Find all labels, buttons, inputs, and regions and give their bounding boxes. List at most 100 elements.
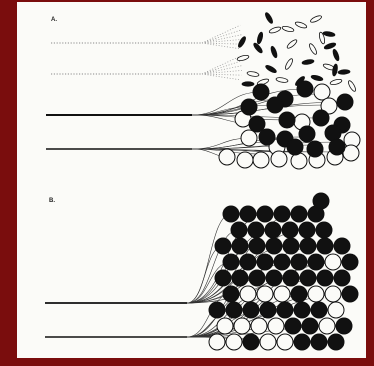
muscle-fiber-black [223, 254, 239, 270]
muscle-fiber-black [291, 254, 307, 270]
muscle-fiber-white [325, 254, 341, 270]
dotted-branch [202, 56, 240, 74]
fiber-fragment [276, 77, 289, 83]
fiber-fragment [269, 26, 282, 34]
panel-b-label: B. [49, 198, 55, 204]
panel-a-label: A. [51, 17, 57, 23]
muscle-fiber-black [302, 318, 318, 334]
muscle-fiber-black [299, 222, 315, 238]
nerve-fiber-diagram: A. B. [17, 2, 366, 358]
muscle-fiber-black [313, 193, 329, 209]
muscle-fiber-black [249, 270, 265, 286]
dotted-branch [202, 66, 242, 74]
fiber-fragment [330, 78, 343, 85]
fiber-fragment [270, 46, 278, 59]
muscle-fiber-white [241, 130, 257, 146]
muscle-fiber-white [253, 152, 269, 168]
muscle-fiber-white [319, 318, 335, 334]
muscle-fiber-black [267, 97, 283, 113]
muscle-fiber-black [249, 238, 265, 254]
muscle-fiber-black [243, 302, 259, 318]
muscle-fiber-black [253, 84, 269, 100]
muscle-fiber-white [219, 149, 235, 165]
muscle-fiber-black [265, 222, 281, 238]
fiber-fragment [264, 12, 274, 25]
muscle-fiber-black [291, 206, 307, 222]
muscle-fiber-black [249, 116, 265, 132]
fiber-fragment [302, 59, 315, 65]
muscle-fiber-black [294, 334, 310, 350]
fiber-fragment [237, 36, 247, 49]
fiber-fragment [284, 58, 294, 71]
muscle-fiber-white [291, 153, 307, 169]
muscle-fiber-black [283, 238, 299, 254]
muscle-fiber-black [342, 254, 358, 270]
dotted-branch [202, 35, 242, 43]
muscle-fiber-white [325, 286, 341, 302]
muscle-fiber-white [271, 151, 287, 167]
muscle-fiber-black [274, 206, 290, 222]
muscle-fiber-black [291, 286, 307, 302]
muscle-fiber-black [260, 302, 276, 318]
muscle-fiber-black [215, 270, 231, 286]
fiber-fragment [347, 80, 357, 93]
muscle-fiber-black [223, 206, 239, 222]
figure-panel: A. B. [17, 2, 366, 358]
muscle-fiber-black [311, 334, 327, 350]
panel-a-illustration [46, 12, 360, 169]
muscle-fiber-black [259, 129, 275, 145]
muscle-fiber-black [248, 222, 264, 238]
fiber-fragment [332, 49, 340, 62]
muscle-fiber-black [285, 318, 301, 334]
muscle-fiber-black [257, 206, 273, 222]
fiber-fragment [256, 32, 263, 45]
muscle-fiber-white [226, 334, 242, 350]
muscle-fiber-black [282, 222, 298, 238]
muscle-fiber-black [300, 270, 316, 286]
muscle-fiber-black [294, 302, 310, 318]
muscle-fiber-black [307, 141, 323, 157]
muscle-fiber-black [209, 302, 225, 318]
muscle-fiber-black [334, 270, 350, 286]
muscle-fiber-black [266, 238, 282, 254]
muscle-fiber-white [237, 152, 253, 168]
muscle-fiber-black [300, 238, 316, 254]
muscle-fiber-black [283, 270, 299, 286]
fiber-fragment [242, 82, 254, 86]
fiber-fragment [311, 74, 324, 81]
fiber-fragment [286, 38, 298, 49]
muscle-fiber-black [241, 99, 257, 115]
dotted-branch [202, 25, 240, 43]
muscle-fiber-black [287, 139, 303, 155]
muscle-fiber-white [217, 318, 233, 334]
fiber-fragment [237, 54, 250, 61]
fiber-fragment [310, 14, 323, 23]
fiber-fragment [265, 64, 278, 74]
muscle-fiber-black [277, 302, 293, 318]
muscle-fiber-white [308, 286, 324, 302]
fiber-fragment [247, 71, 260, 77]
fiber-fragment [323, 31, 336, 37]
muscle-fiber-white [209, 334, 225, 350]
fiber-fragment [332, 64, 338, 77]
muscle-fiber-black [279, 112, 295, 128]
muscle-fiber-black [274, 254, 290, 270]
muscle-fiber-black [342, 286, 358, 302]
muscle-fiber-white [257, 286, 273, 302]
muscle-fiber-black [297, 81, 313, 97]
muscle-fiber-black [266, 270, 282, 286]
muscle-fiber-black [243, 334, 259, 350]
muscle-fiber-white [260, 334, 276, 350]
fiber-fragment [295, 21, 308, 29]
muscle-fiber-white [314, 84, 330, 100]
muscle-fiber-black [240, 254, 256, 270]
muscle-fiber-black [308, 254, 324, 270]
muscle-fiber-black [231, 222, 247, 238]
muscle-fiber-white [240, 286, 256, 302]
muscle-fiber-black [336, 318, 352, 334]
muscle-fiber-white [251, 318, 267, 334]
muscle-fiber-black [223, 286, 239, 302]
muscle-fiber-black [317, 238, 333, 254]
muscle-fiber-black [299, 126, 315, 142]
muscle-fiber-black [316, 222, 332, 238]
